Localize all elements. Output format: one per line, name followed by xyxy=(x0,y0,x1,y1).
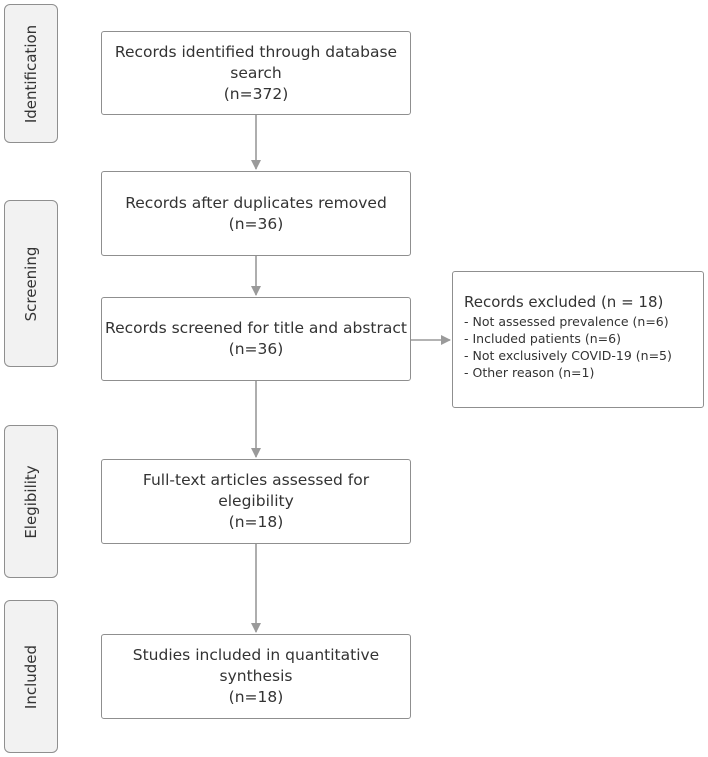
box-studies-included: Studies included in quantitative synthes… xyxy=(101,634,411,719)
box-records-identified-count: (n=372) xyxy=(223,84,289,103)
box-records-screened-count: (n=36) xyxy=(228,340,284,358)
box-after-duplicates-line1: Records after duplicates removed xyxy=(125,193,387,212)
box-studies-included-count: (n=18) xyxy=(228,688,284,706)
box-full-text-line1: Full-text articles assessed for xyxy=(142,471,370,489)
excluded-reason-item: - Not assessed prevalence (n=6) xyxy=(464,314,669,329)
box-records-identified-line2: search xyxy=(230,63,282,82)
box-full-text-line2: elegibility xyxy=(218,492,294,510)
excluded-reason-item: - Included patients (n=6) xyxy=(464,331,621,346)
box-full-text-count: (n=18) xyxy=(228,513,284,531)
phase-elegibility: Elegibility xyxy=(4,425,58,578)
phase-included: Included xyxy=(4,600,58,753)
box-records-identified-line1: Records identified through database xyxy=(114,42,398,61)
excluded-reason-item: - Not exclusively COVID-19 (n=5) xyxy=(464,348,672,363)
box-records-identified: Records identified through database sear… xyxy=(101,31,411,115)
box-records-screened-line1: Records screened for title and abstract xyxy=(105,319,407,337)
records-excluded-title: Records excluded (n = 18) xyxy=(464,293,664,311)
box-records-excluded: Records excluded (n = 18) - Not assessed… xyxy=(452,271,704,408)
excluded-reason-item: - Other reason (n=1) xyxy=(464,365,595,380)
box-studies-included-line1: Studies included in quantitative xyxy=(132,646,380,664)
box-full-text-assessed: Full-text articles assessed for elegibil… xyxy=(101,459,411,544)
box-after-duplicates-count: (n=36) xyxy=(228,214,284,233)
box-studies-included-line2: synthesis xyxy=(219,667,293,685)
box-records-screened: Records screened for title and abstract … xyxy=(101,297,411,381)
box-after-duplicates: Records after duplicates removed (n=36) xyxy=(101,171,411,256)
phase-screening: Screening xyxy=(4,200,58,367)
phase-identification: Identification xyxy=(4,4,58,143)
